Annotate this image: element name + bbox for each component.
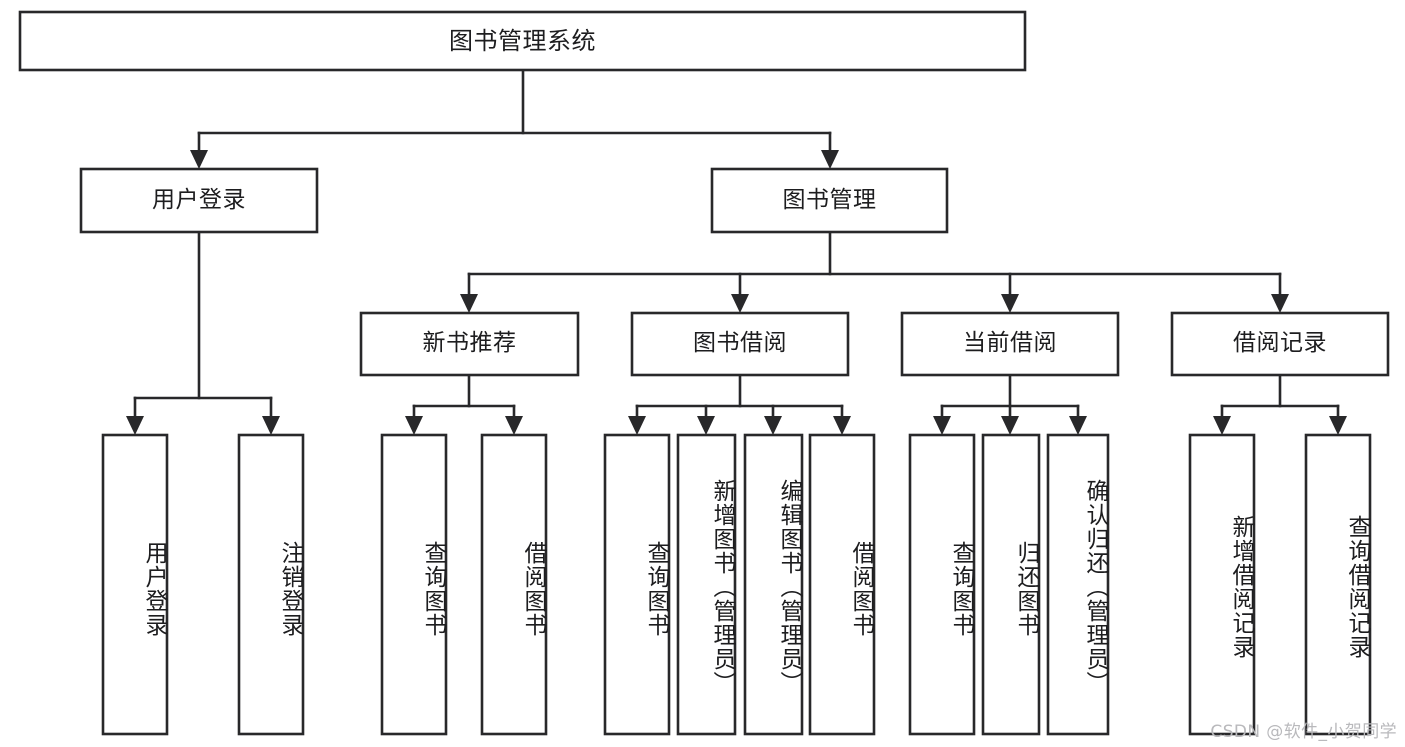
arrow-bm-to-record [1271, 294, 1289, 313]
node-box-current-borrow[interactable] [900, 311, 1120, 377]
leaf-box-borrow-4[interactable] [808, 433, 876, 736]
arrow-root-to-user-login [190, 150, 208, 169]
node-box-borrow-record[interactable] [1170, 311, 1390, 377]
arrow-bm-to-borrow [731, 294, 749, 313]
arrow-current-l1 [933, 416, 951, 435]
arrow-record-l2 [1329, 416, 1347, 435]
leaf-box-current-3[interactable] [1046, 433, 1110, 736]
leaf-box-current-2[interactable] [981, 433, 1041, 736]
arrow-borrow-l4 [833, 416, 851, 435]
arrow-user-login-l1 [126, 416, 144, 435]
leaf-box-current-1[interactable] [908, 433, 976, 736]
leaf-box-borrow-2[interactable] [676, 433, 737, 736]
leaf-box-recommend-1[interactable] [380, 433, 448, 736]
leaf-box-user-login-1[interactable] [101, 433, 169, 736]
leaf-box-record-2[interactable] [1304, 433, 1372, 736]
node-box-book-manage[interactable] [710, 167, 949, 234]
arrow-record-l1 [1213, 416, 1231, 435]
arrow-root-to-book-manage [821, 150, 839, 169]
arrow-recommend-l1 [405, 416, 423, 435]
node-box-root[interactable] [18, 10, 1027, 72]
leaf-box-borrow-3[interactable] [743, 433, 804, 736]
arrow-bm-to-current [1001, 294, 1019, 313]
csdn-watermark: CSDN @软件_小贺同学 [1210, 722, 1397, 742]
node-box-book-borrow[interactable] [630, 311, 850, 377]
leaf-box-record-1[interactable] [1188, 433, 1256, 736]
arrow-current-l3 [1069, 416, 1087, 435]
arrow-current-l2 [1001, 416, 1019, 435]
arrow-borrow-l1 [628, 416, 646, 435]
arrow-borrow-l3 [764, 416, 782, 435]
arrow-bm-to-recommend [460, 294, 478, 313]
arrow-borrow-l2 [697, 416, 715, 435]
leaf-box-user-login-2[interactable] [237, 433, 305, 736]
arrow-recommend-l2 [505, 416, 523, 435]
arrow-user-login-l2 [262, 416, 280, 435]
leaf-box-borrow-1[interactable] [603, 433, 671, 736]
node-box-new-book-recommend[interactable] [359, 311, 580, 377]
leaf-box-recommend-2[interactable] [480, 433, 548, 736]
node-box-user-login[interactable] [79, 167, 319, 234]
